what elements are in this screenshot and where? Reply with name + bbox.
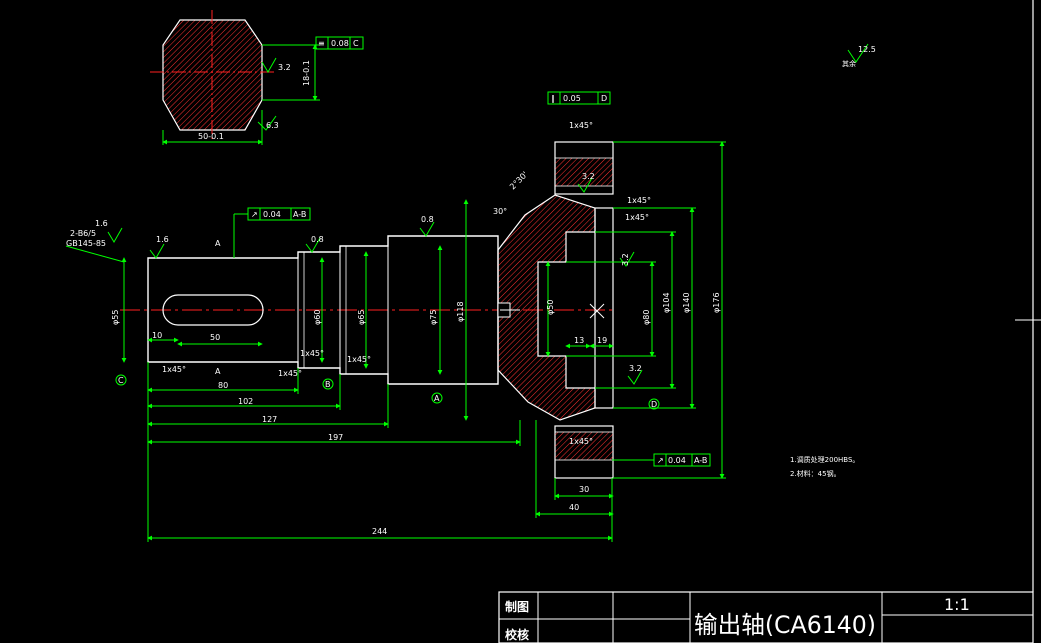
svg-text:244: 244	[372, 527, 387, 536]
svg-text:3.2: 3.2	[278, 63, 291, 72]
length-dims: 80 102 127 197 244 10 50 13 19 30 40	[147, 331, 614, 542]
other-roughness: 12.5 其余	[842, 43, 876, 68]
drawn-by-label: 制图	[505, 599, 529, 614]
svg-text:1.6: 1.6	[95, 219, 108, 228]
svg-text:197: 197	[328, 433, 343, 442]
svg-text:φ60: φ60	[313, 310, 322, 325]
svg-text:A-B: A-B	[694, 456, 707, 465]
sym-tolerance-frame: 0.08 C ≡	[315, 36, 364, 50]
svg-text:1x45°: 1x45°	[300, 349, 324, 358]
svg-text:0.05: 0.05	[563, 94, 581, 103]
roughness-r3: 0.8	[305, 235, 324, 253]
svg-text:φ140: φ140	[682, 292, 691, 313]
svg-text:1x45°: 1x45°	[162, 365, 186, 374]
roughness-r5: 3.2	[261, 57, 291, 73]
svg-text:2-B6/5: 2-B6/5	[70, 229, 96, 238]
svg-text:0.04: 0.04	[668, 456, 686, 465]
svg-text:127: 127	[262, 415, 277, 424]
svg-text:50: 50	[210, 333, 220, 342]
drawing-scale: 1:1	[944, 595, 970, 614]
svg-text:0.08: 0.08	[331, 39, 349, 48]
svg-text:φ176: φ176	[712, 292, 721, 313]
tech-notes: 1.调质处理200HBS。 2.材料：45钢。	[790, 455, 859, 478]
roughness-r6: 3.2	[577, 172, 595, 193]
drawing-title: 输出轴(CA6140)	[694, 611, 876, 639]
svg-text:A: A	[215, 239, 221, 248]
svg-text:B: B	[325, 380, 331, 389]
svg-text:φ75: φ75	[429, 310, 438, 325]
shaft-view	[120, 141, 615, 479]
center-hole-callout: 2-B6/5 GB145-85	[65, 229, 125, 263]
svg-text:其余: 其余	[842, 59, 856, 68]
svg-text:0.04: 0.04	[263, 210, 281, 219]
hub-section	[497, 194, 596, 421]
svg-text:40: 40	[569, 503, 579, 512]
svg-text:1.6: 1.6	[156, 235, 169, 244]
roughness-r4: 0.8	[419, 215, 435, 237]
svg-text:φ65: φ65	[357, 310, 366, 325]
svg-text:3.2: 3.2	[629, 364, 642, 373]
title-block: 制图 校核 输出轴(CA6140) 1:1	[498, 591, 1034, 643]
svg-text:12.5: 12.5	[858, 45, 876, 54]
svg-text:∥: ∥	[551, 94, 555, 103]
svg-text:φ50: φ50	[546, 300, 555, 315]
svg-text:A: A	[215, 367, 221, 376]
svg-text:D: D	[601, 94, 607, 103]
svg-text:≡: ≡	[318, 39, 325, 48]
svg-text:3.2: 3.2	[582, 172, 595, 181]
svg-text:1x45°: 1x45°	[625, 213, 649, 222]
svg-text:10: 10	[152, 331, 162, 340]
svg-text:80: 80	[218, 381, 228, 390]
svg-text:A-B: A-B	[293, 210, 306, 219]
datum-markers: C B A D A A	[115, 239, 660, 410]
svg-text:1x45°: 1x45°	[347, 355, 371, 364]
svg-text:0.8: 0.8	[311, 235, 324, 244]
svg-text:1x45°: 1x45°	[569, 437, 593, 446]
runout-frame-1: ↗ 0.04 A-B	[233, 207, 311, 258]
svg-text:2°30': 2°30'	[508, 170, 530, 192]
roughness-r9: 6.3	[257, 115, 279, 131]
roughness-r2: 1.6	[149, 235, 169, 259]
svg-text:1x45°: 1x45°	[278, 369, 302, 378]
flange	[594, 207, 614, 409]
svg-text:13: 13	[574, 336, 584, 345]
svg-text:3.2: 3.2	[621, 253, 630, 266]
svg-text:6.3: 6.3	[266, 121, 279, 130]
svg-text:0.8: 0.8	[421, 215, 434, 224]
svg-text:19: 19	[597, 336, 607, 345]
svg-text:C: C	[353, 39, 359, 48]
svg-text:1.调质处理200HBS。: 1.调质处理200HBS。	[790, 455, 859, 464]
checked-by-label: 校核	[505, 627, 529, 642]
roughness-r1: 1.6	[95, 219, 123, 243]
roughness-r8: 3.2	[627, 364, 643, 385]
svg-text:C: C	[118, 376, 124, 385]
svg-text:D: D	[651, 400, 657, 409]
svg-text:φ55: φ55	[111, 310, 120, 325]
roughness-symbols: 1.6 1.6 0.8 0.8 3.2 3.2 3.2	[95, 172, 643, 385]
diameter-dims: φ55 φ60 φ65 φ75 φ118 φ50 φ80 φ104 φ140 φ…	[111, 141, 726, 479]
shaft-outline	[147, 235, 499, 385]
svg-text:φ104: φ104	[662, 292, 671, 313]
svg-text:102: 102	[238, 397, 253, 406]
svg-text:1x45°: 1x45°	[569, 121, 593, 130]
section-depth-dim: 18-0.1	[302, 60, 311, 86]
section-view: 50-0.1 18-0.1 0.08 C ≡ 3.2 6.3	[150, 10, 364, 145]
svg-text:GB145-85: GB145-85	[66, 239, 106, 248]
svg-text:30: 30	[579, 485, 589, 494]
section-outline	[162, 19, 263, 131]
svg-text:A: A	[434, 394, 440, 403]
svg-text:↗: ↗	[251, 210, 258, 219]
parallel-frame: ∥ 0.05 D	[547, 91, 611, 105]
roughness-r7: 3.2	[619, 251, 635, 267]
svg-text:1x45°: 1x45°	[627, 196, 651, 205]
svg-text:φ80: φ80	[642, 310, 651, 325]
section-width-dim: 50-0.1	[198, 132, 224, 141]
svg-text:30°: 30°	[493, 207, 507, 216]
keyway	[162, 294, 264, 326]
svg-text:φ118: φ118	[456, 301, 465, 322]
svg-text:↗: ↗	[657, 456, 664, 465]
runout-frame-2: ↗ 0.04 A-B	[612, 453, 711, 467]
svg-text:2.材料：45钢。: 2.材料：45钢。	[790, 469, 841, 478]
